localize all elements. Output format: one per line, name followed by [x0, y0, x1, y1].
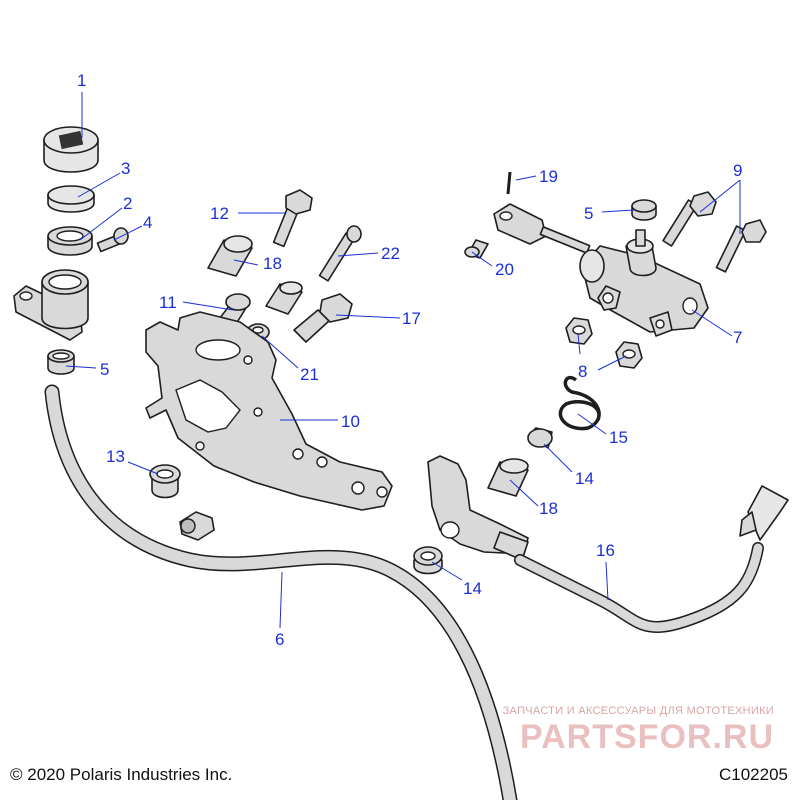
master-cylinder-part-7 [579, 229, 709, 337]
callout-3: 3 [121, 159, 130, 178]
callout-16: 16 [596, 541, 615, 560]
seal-ring-part-2 [47, 226, 93, 256]
callout-13: 13 [106, 447, 125, 466]
callout-19: 19 [539, 167, 558, 186]
callout-2: 2 [123, 194, 132, 213]
bolt-part-9-a [662, 191, 717, 247]
bushing-part-14-lower [413, 546, 443, 575]
callout-1: 1 [77, 71, 86, 90]
nut-part-8-b [615, 341, 643, 369]
callout-21: 21 [300, 365, 319, 384]
callout-9: 9 [733, 161, 742, 180]
watermark-tagline: ЗАПЧАСТИ И АКСЕССУАРЫ ДЛЯ МОТОТЕХНИКИ [502, 705, 774, 717]
bushing-part-14-upper [527, 427, 553, 449]
callout-22: 22 [381, 244, 400, 263]
bushing-part-18-lower [487, 458, 529, 497]
spring-part-15 [558, 375, 601, 431]
bolt-part-17 [293, 293, 353, 343]
sleeve-middle [265, 281, 303, 315]
pedal-part-16 [427, 455, 789, 633]
copyright-notice: © 2020 Polaris Industries Inc. [10, 765, 233, 784]
callout-labels: 1 3 2 4 5 12 18 22 11 17 21 10 13 6 19 9… [77, 71, 742, 649]
callout-7: 7 [733, 328, 742, 347]
callout-14-lower: 14 [463, 579, 482, 598]
reservoir-cap-part-1 [43, 126, 99, 173]
callout-5-left: 5 [100, 360, 109, 379]
callout-8: 8 [578, 362, 587, 381]
clevis-pushrod [493, 203, 591, 254]
hose-clamp-part-5-right [631, 199, 657, 221]
callout-4: 4 [143, 213, 152, 232]
watermark-logo: PARTSFOR.RU [519, 718, 774, 756]
hose-part-6 [44, 384, 518, 800]
grommet-part-13 [149, 464, 181, 499]
bolt-part-4 [96, 227, 129, 253]
callout-18-lower: 18 [539, 499, 558, 518]
bolt-part-22 [318, 225, 362, 282]
callout-12: 12 [210, 204, 229, 223]
bushing-part-18-upper [207, 235, 253, 277]
hose-clamp-part-5-left [47, 349, 75, 375]
leader-lines [65, 92, 741, 629]
callout-20: 20 [495, 260, 514, 279]
callout-17: 17 [402, 309, 421, 328]
callout-14-upper: 14 [575, 469, 594, 488]
nut-part-8-a [565, 317, 593, 345]
callout-6: 6 [275, 630, 284, 649]
callout-11: 11 [159, 293, 177, 312]
reservoir-body [13, 269, 89, 341]
callout-15: 15 [609, 428, 628, 447]
diaphragm-part-3 [47, 185, 95, 213]
callout-5-right: 5 [584, 204, 593, 223]
callout-10: 10 [341, 412, 360, 431]
bolt-part-9-b [715, 219, 767, 273]
callout-18-upper: 18 [263, 254, 282, 273]
cotter-pin-part-19 [506, 171, 512, 195]
mounting-bracket-part-10 [145, 311, 393, 511]
hose-clip [179, 511, 215, 541]
diagram-code: C102205 [718, 765, 788, 784]
bolt-part-12 [272, 189, 313, 248]
